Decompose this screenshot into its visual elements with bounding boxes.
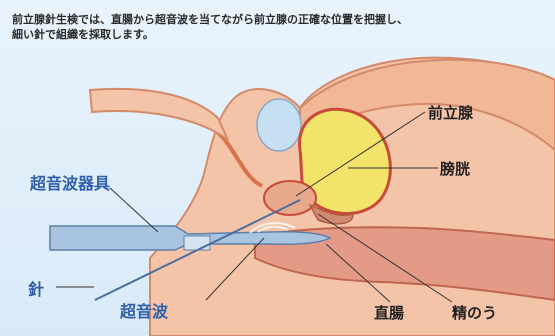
label-needle: 針 [28,276,44,300]
caption-line-2: 細い針で組織を採取します。 [12,27,542,42]
caption-line-1: 前立腺針生検では、直腸から超音波を当てながら前立腺の正確な位置を把握し、 [12,12,542,27]
label-bladder: 膀胱 [440,158,470,179]
label-rectum: 直腸 [374,302,404,323]
label-seminal-vesicle: 精のう [452,302,497,323]
caption: 前立腺針生検では、直腸から超音波を当てながら前立腺の正確な位置を把握し、 細い針… [12,12,542,42]
label-ultrasound-device: 超音波器具 [30,170,110,194]
label-prostate: 前立腺 [428,102,473,123]
label-ultrasound: 超音波 [120,298,168,322]
probe-connector [184,236,210,250]
prostate-organ [264,181,316,215]
penis-tissue [90,89,228,140]
pubic-bone [257,99,301,151]
